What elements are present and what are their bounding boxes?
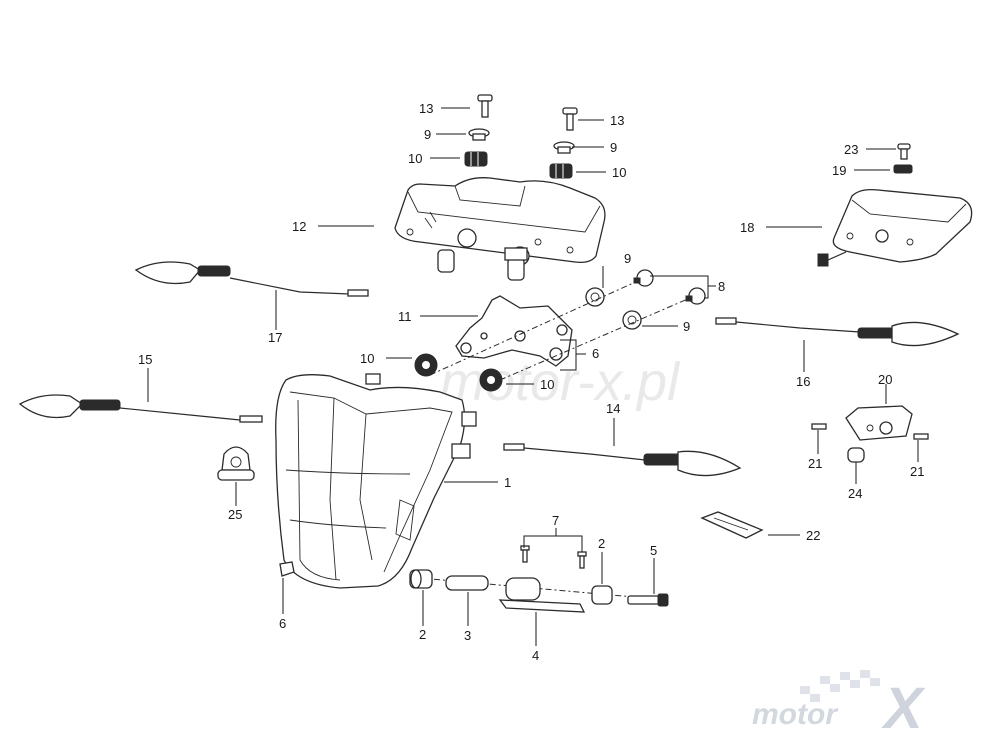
callout-18: 18 — [740, 220, 754, 235]
callout-9-right: 9 — [610, 140, 617, 155]
screw-13-right — [562, 107, 578, 131]
tail-light-18 — [817, 188, 973, 267]
pad-22 — [700, 511, 764, 539]
assembly-axis-upper — [429, 279, 641, 376]
turn-signal-15 — [18, 394, 263, 423]
motor-x-logo: motor X — [752, 670, 926, 741]
headlight-1 — [275, 373, 477, 589]
assembly-axis-lower — [499, 297, 691, 381]
callout-21-left: 21 — [808, 456, 822, 471]
turn-signal-17 — [134, 261, 369, 297]
callout-7: 7 — [552, 513, 559, 528]
washer-9-right — [553, 141, 575, 154]
plate-light-20 — [845, 405, 913, 441]
callout-6-nut: 6 — [279, 616, 286, 631]
callout-13-left: 13 — [419, 101, 433, 116]
instrument-cluster-12 — [394, 177, 606, 281]
bolt-5 — [627, 593, 669, 607]
callout-24: 24 — [848, 486, 862, 501]
bushing-2-right — [591, 585, 613, 605]
bulb-25 — [217, 446, 255, 481]
callout-19: 19 — [832, 163, 846, 178]
callout-16: 16 — [796, 374, 810, 389]
callout-9-mid: 9 — [624, 251, 631, 266]
checkered-flag-icon — [800, 670, 880, 702]
callout-3: 3 — [464, 628, 471, 643]
callout-23: 23 — [844, 142, 858, 157]
callout-2-right: 2 — [598, 536, 605, 551]
grommet-10-right — [549, 163, 573, 179]
screw-8-upper — [633, 269, 654, 287]
screw-21-left — [811, 423, 827, 430]
callout-14: 14 — [606, 401, 620, 416]
callout-22: 22 — [806, 528, 820, 543]
washer-9-mid — [585, 287, 605, 307]
grommet-10-left — [464, 151, 488, 167]
callout-17: 17 — [268, 330, 282, 345]
mount-bracket-4 — [498, 577, 586, 613]
callout-21-right: 21 — [910, 464, 924, 479]
callout-15: 15 — [138, 352, 152, 367]
callout-6-bracket: 6 — [592, 346, 599, 361]
callout-11: 11 — [398, 309, 412, 324]
logo-word: motor — [752, 698, 839, 731]
callout-9-left: 9 — [424, 127, 431, 142]
screws-7 — [520, 545, 587, 569]
grommet-10-mid-right — [479, 368, 503, 392]
leader-lines — [147, 107, 919, 646]
washer-9-left — [468, 128, 490, 141]
screw-21-right — [913, 433, 929, 440]
turn-signal-14 — [503, 443, 742, 477]
screw-8-lower — [685, 287, 706, 305]
bushing-2-left — [409, 569, 433, 589]
collar-3 — [445, 575, 489, 591]
callout-1: 1 — [504, 475, 511, 490]
grommet-10-mid-left — [414, 353, 438, 377]
washer-9-lower — [622, 310, 642, 330]
turn-signal-16 — [715, 317, 960, 347]
callout-10-left: 10 — [408, 151, 422, 166]
nut-6 — [279, 561, 295, 577]
callout-9-lower: 9 — [683, 319, 690, 334]
callout-8: 8 — [718, 279, 725, 294]
callout-4: 4 — [532, 648, 539, 663]
grommet-19 — [893, 164, 913, 174]
screw-13-left — [477, 94, 493, 118]
callout-2-left: 2 — [419, 627, 426, 642]
callout-10-right: 10 — [612, 165, 626, 180]
callout-5: 5 — [650, 543, 657, 558]
callout-labels: 13 9 10 13 9 10 23 19 18 12 9 8 17 11 9 … — [138, 101, 924, 663]
screw-23 — [897, 143, 911, 160]
callout-13-right: 13 — [610, 113, 624, 128]
bracket-11 — [455, 295, 573, 367]
callout-20: 20 — [878, 372, 892, 387]
callout-10-mid-right: 10 — [540, 377, 554, 392]
logo-mark: X — [881, 676, 926, 741]
bulb-24 — [847, 447, 865, 463]
callout-25: 25 — [228, 507, 242, 522]
callout-12: 12 — [292, 219, 306, 234]
callout-10-mid-left: 10 — [360, 351, 374, 366]
